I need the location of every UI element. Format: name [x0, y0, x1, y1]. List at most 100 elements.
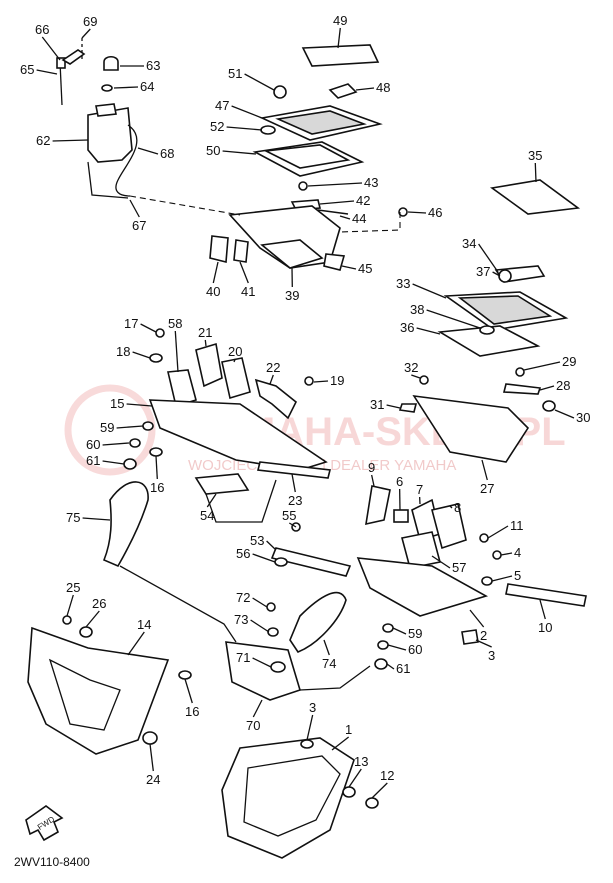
part-shape-41	[233, 239, 249, 263]
part-label-20: 20	[228, 344, 242, 359]
part-label-61: 61	[396, 661, 410, 676]
leader-line-3	[306, 714, 314, 741]
part-shape-44	[317, 209, 349, 215]
part-label-41: 41	[241, 284, 255, 299]
part-shape-26	[79, 626, 93, 638]
leader-lines	[36, 27, 575, 799]
part-shape-10	[505, 583, 587, 607]
part-shape-33-grid	[457, 295, 553, 325]
leader-line-75	[82, 517, 111, 521]
part-label-50: 50	[206, 143, 220, 158]
leader-line-71	[252, 657, 272, 668]
part-label-34: 34	[462, 236, 476, 251]
part-label-4: 4	[514, 545, 521, 560]
leader-line-68	[137, 147, 159, 155]
leader-line-33	[412, 283, 447, 299]
part-label-37: 37	[476, 264, 490, 279]
part-shape-75	[102, 481, 149, 568]
part-shape-31	[398, 403, 418, 413]
part-shape-17	[155, 328, 165, 338]
part-shape-50-inner	[263, 144, 351, 169]
leader-line-54	[206, 493, 217, 508]
part-shape-38	[479, 325, 495, 335]
reservoir-assembly	[56, 38, 138, 199]
leader-line-21	[204, 339, 207, 347]
part-label-57: 57	[452, 560, 466, 575]
part-shape-48	[328, 83, 358, 99]
leader-line-11	[487, 525, 509, 539]
part-label-49: 49	[333, 13, 347, 28]
part-shape-6	[393, 509, 409, 523]
part-shape-18	[149, 353, 163, 363]
part-shape-16a	[149, 447, 163, 457]
part-shape-68	[115, 124, 138, 197]
leader-line-9	[371, 474, 375, 487]
part-label-64: 64	[140, 79, 154, 94]
part-shape-30	[542, 400, 556, 412]
filter-assembly	[129, 44, 408, 271]
part-shape-46	[398, 207, 408, 217]
part-label-6: 6	[396, 474, 403, 489]
leader-line-37	[492, 271, 501, 277]
part-label-65: 65	[20, 62, 34, 77]
part-shape-56	[274, 557, 288, 567]
part-label-52: 52	[210, 119, 224, 134]
leader-line-23	[291, 473, 296, 493]
part-label-54: 54	[200, 508, 214, 523]
part-shape-14	[27, 626, 170, 755]
part-label-75: 75	[66, 510, 80, 525]
part-shape-37	[498, 269, 512, 283]
cover-assembly	[27, 565, 379, 859]
leader-line-72	[252, 597, 268, 608]
part-shape-9	[365, 485, 391, 526]
bracket-assembly	[102, 328, 331, 568]
leader-line-26	[85, 610, 100, 628]
leader-line-22	[269, 374, 274, 385]
part-shape-73	[267, 627, 279, 637]
part-label-3: 3	[309, 700, 316, 715]
part-label-60: 60	[408, 642, 422, 657]
leader-line-42	[319, 200, 355, 205]
part-label-60: 60	[86, 437, 100, 452]
part-shape-72	[266, 602, 276, 612]
fwd-arrow-icon: FWD	[25, 805, 64, 842]
leader-line-25	[66, 594, 74, 617]
part-label-8: 8	[454, 500, 461, 515]
part-label-58: 58	[168, 316, 182, 331]
part-label-38: 38	[410, 302, 424, 317]
part-shape-3b	[300, 739, 314, 749]
leader-line-66	[41, 36, 61, 61]
part-label-42: 42	[356, 193, 370, 208]
part-shape-4	[492, 550, 502, 560]
leader-line-8	[449, 505, 453, 509]
leader-line-19	[313, 380, 329, 383]
diagram-code: 2WV110-8400	[14, 855, 90, 869]
leader-line-58	[174, 330, 179, 373]
part-label-62: 62	[36, 133, 50, 148]
leader-line-49	[337, 27, 341, 49]
leader-line-14	[127, 631, 145, 656]
part-shape-64	[101, 84, 113, 92]
part-label-22: 22	[266, 360, 280, 375]
part-label-25: 25	[66, 580, 80, 595]
leader-line-73	[250, 619, 270, 633]
part-label-17: 17	[124, 316, 138, 331]
part-shape-62-cap	[95, 103, 117, 117]
part-labels: 1233456789101112131415161617181920212223…	[20, 13, 590, 787]
part-label-32: 32	[404, 360, 418, 375]
part-shape-2	[356, 557, 489, 617]
leader-line-40	[212, 261, 219, 284]
part-label-1: 1	[345, 722, 352, 737]
part-shape-27	[412, 394, 530, 463]
part-shape-59b	[382, 623, 394, 633]
leader-line-16	[184, 678, 193, 704]
leader-line-38	[426, 309, 481, 329]
leader-line-64	[113, 86, 139, 89]
part-shape-25	[62, 615, 72, 625]
leader-line-57	[431, 555, 451, 569]
leader-line-45	[341, 265, 357, 270]
part-shape-65	[59, 61, 63, 106]
leader-line-3	[475, 639, 492, 648]
part-label-74: 74	[322, 656, 336, 671]
part-label-24: 24	[146, 772, 160, 787]
